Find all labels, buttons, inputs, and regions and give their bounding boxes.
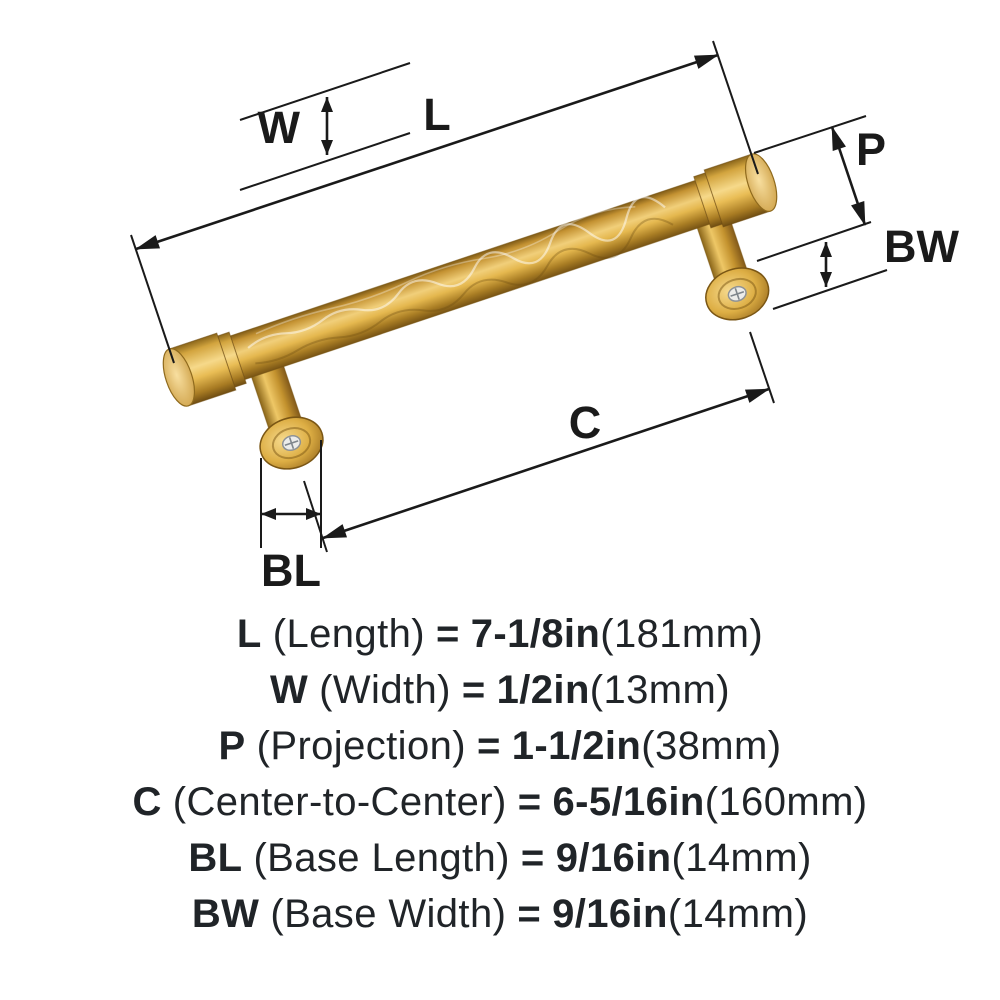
spec-equals: = — [517, 892, 542, 936]
base-width-label: BW — [884, 221, 959, 272]
left-screw-icon — [281, 435, 302, 452]
dimension-annotations: L W P BW — [130, 40, 959, 596]
spec-symbol: BW — [191, 892, 260, 936]
spec-name: (Length) — [272, 612, 425, 656]
length-arrow — [135, 53, 719, 251]
base-width-dimension: BW — [756, 221, 959, 310]
spec-name: (Base Width) — [270, 892, 507, 936]
length-dimension: L — [130, 40, 759, 364]
spec-row-length: L (Length) = 7-1/8in (181mm) — [237, 612, 763, 656]
center-extension-right — [749, 331, 775, 404]
spec-row-center-to-center: C (Center-to-Center) = 6-5/16in (160mm) — [132, 780, 867, 824]
spec-symbol: L — [236, 612, 262, 656]
spec-metric: (38mm) — [641, 724, 782, 768]
spec-symbol: C — [132, 780, 162, 824]
width-extension-bottom — [239, 132, 411, 191]
dimension-diagram: L W P BW — [130, 40, 959, 596]
spec-value: 1-1/2in — [511, 724, 642, 768]
base-width-extension-bottom — [772, 269, 888, 310]
spec-row-base-width: BW (Base Width) = 9/16in (14mm) — [192, 892, 808, 936]
base-length-dimension: BL — [260, 440, 322, 596]
spec-name: (Projection) — [256, 724, 466, 768]
projection-extension — [753, 115, 867, 154]
width-extension-top — [239, 62, 411, 121]
width-label: W — [258, 102, 301, 153]
right-screw-icon — [727, 285, 747, 302]
handle-bar — [229, 179, 711, 381]
spec-metric: (160mm) — [704, 780, 868, 824]
spec-name: (Base Length) — [253, 836, 510, 880]
spec-value: 7-1/8in — [470, 612, 601, 656]
center-extension-left — [303, 480, 328, 553]
spec-symbol: P — [218, 724, 246, 768]
spec-metric: (14mm) — [671, 836, 812, 880]
spec-value: 9/16in — [552, 892, 668, 936]
center-to-center-dimension: C — [303, 331, 775, 553]
projection-label: P — [856, 124, 886, 175]
center-to-center-label: C — [569, 397, 602, 448]
spec-equals: = — [435, 612, 460, 656]
spec-symbol: W — [270, 668, 309, 712]
spec-value: 9/16in — [555, 836, 672, 880]
projection-dimension: P — [753, 115, 886, 226]
projection-arrow — [830, 126, 867, 226]
left-post-base — [259, 416, 324, 470]
base-width-extension-top — [756, 221, 872, 262]
spec-metric: (13mm) — [589, 668, 730, 712]
spec-name: (Width) — [319, 668, 451, 712]
spec-value: 6-5/16in — [552, 780, 705, 824]
length-label: L — [423, 89, 451, 140]
spec-value: 1/2in — [496, 668, 590, 712]
center-arrow — [322, 387, 770, 540]
spec-equals: = — [520, 836, 545, 880]
base-length-label: BL — [261, 545, 321, 596]
spec-equals: = — [517, 780, 542, 824]
spec-row-width: W (Width) = 1/2in (13mm) — [270, 668, 730, 712]
spec-equals: = — [461, 668, 486, 712]
right-post-base — [705, 267, 770, 321]
spec-equals: = — [476, 724, 501, 768]
spec-symbol: BL — [188, 836, 243, 880]
length-extension-right — [712, 40, 759, 175]
length-extension-left — [130, 234, 175, 364]
width-dimension: W — [239, 62, 411, 191]
left-end-cap — [162, 331, 247, 407]
spec-metric: (14mm) — [667, 892, 809, 936]
handle-pull — [162, 153, 778, 470]
spec-name: (Center-to-Center) — [172, 780, 507, 824]
spec-list: L (Length) = 7-1/8in (181mm) W (Width) =… — [0, 612, 1000, 936]
spec-row-projection: P (Projection) = 1-1/2in (38mm) — [219, 724, 782, 768]
spec-metric: (181mm) — [600, 612, 764, 656]
spec-row-base-length: BL (Base Length) = 9/16in (14mm) — [188, 836, 811, 880]
